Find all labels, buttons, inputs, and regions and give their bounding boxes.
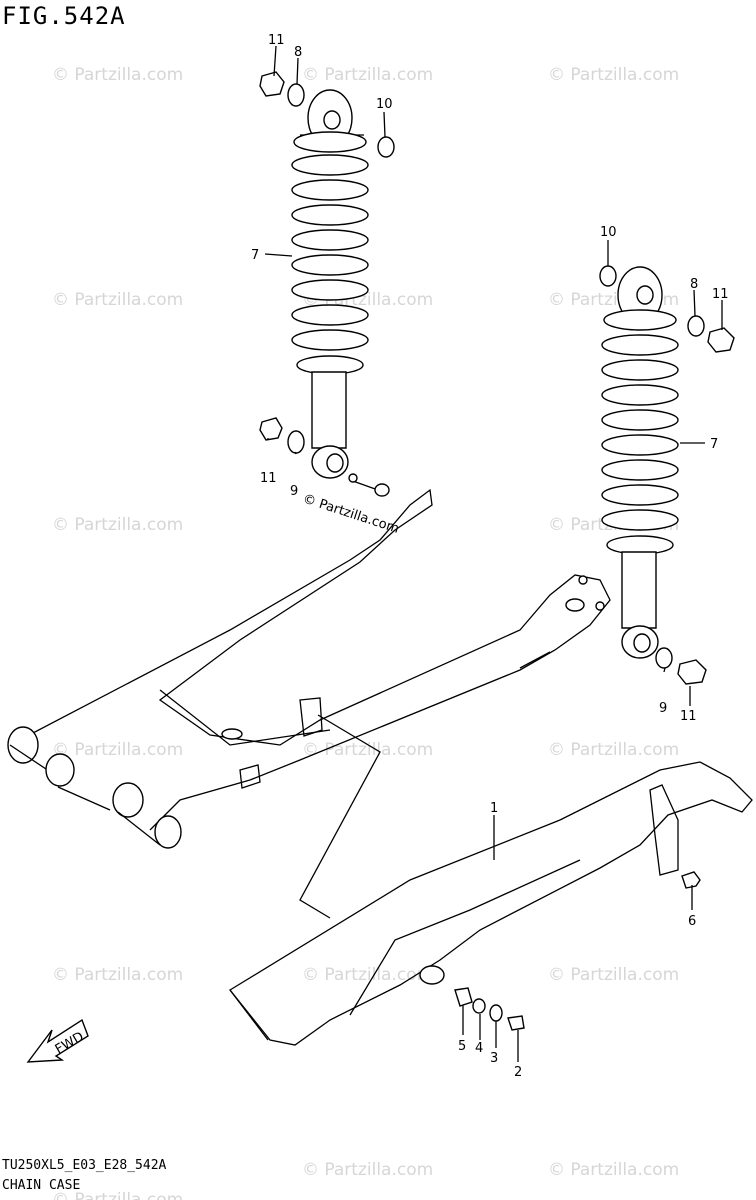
- watermark: © Partzilla.com: [302, 65, 433, 85]
- callout-1: 1: [490, 801, 498, 816]
- callout-11: 11: [712, 287, 729, 302]
- callout-4: 4: [475, 1041, 483, 1056]
- watermark: © Partzilla.com: [302, 1160, 433, 1180]
- callout-8: 8: [294, 45, 302, 60]
- watermark: © Partzilla.com: [548, 65, 679, 85]
- callout-5: 5: [458, 1039, 466, 1054]
- leader-lines: [264, 45, 723, 1062]
- swingarm: [7, 473, 611, 919]
- watermark: © Partzilla.com: [548, 740, 679, 760]
- fwd-arrow: FWD: [26, 1018, 89, 1063]
- callout-10: 10: [600, 225, 617, 240]
- chain-case: [229, 761, 753, 1046]
- watermarks: © Partzilla.com © Partzilla.com © Partzi…: [52, 65, 679, 1200]
- watermark: © Partzilla.com: [52, 290, 183, 310]
- shock-absorber-right: [601, 266, 679, 659]
- callout-10: 10: [376, 97, 393, 112]
- watermark: © Partzilla.com: [302, 965, 433, 985]
- watermark-mid: © Partzilla.com: [301, 492, 401, 537]
- watermark: © Partzilla.com: [52, 740, 183, 760]
- callout-3: 3: [490, 1051, 498, 1066]
- callout-11: 11: [268, 33, 285, 48]
- callout-9: 9: [659, 701, 667, 716]
- watermark: © Partzilla.com: [548, 1160, 679, 1180]
- callouts: 11 8 10 7 11 9 10 8 11 7 9 11 1 6 5 4 3 …: [251, 33, 729, 1080]
- callout-11: 11: [680, 709, 697, 724]
- watermark: © Partzilla.com: [52, 515, 183, 535]
- figure-code: TU250XL5_E03_E28_542A: [2, 1158, 167, 1173]
- watermark: © Partzilla.com: [548, 965, 679, 985]
- callout-8: 8: [690, 277, 698, 292]
- watermark: © Partzilla.com: [302, 740, 433, 760]
- callout-6: 6: [688, 914, 696, 929]
- figure-name: CHAIN CASE: [2, 1178, 81, 1193]
- hardware: [259, 71, 735, 1031]
- callout-7: 7: [710, 437, 718, 452]
- callout-9: 9: [290, 484, 298, 499]
- callout-7: 7: [251, 248, 259, 263]
- callout-11: 11: [260, 471, 277, 486]
- figure-title: FIG.542A: [2, 2, 126, 30]
- watermark: © Partzilla.com: [52, 965, 183, 985]
- callout-2: 2: [514, 1065, 522, 1080]
- shock-absorber-left: [291, 89, 369, 479]
- watermark: © Partzilla.com: [52, 1190, 183, 1200]
- watermark: © Partzilla.com: [52, 65, 183, 85]
